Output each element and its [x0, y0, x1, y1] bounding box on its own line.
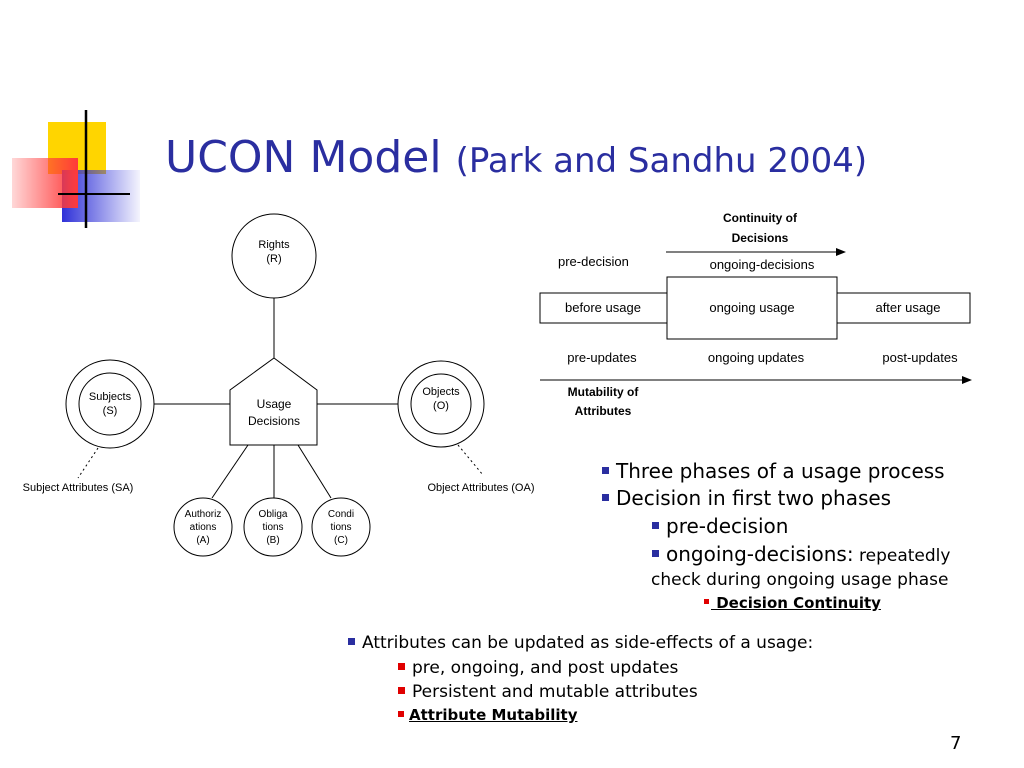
- mutability-label-1: Mutability of: [568, 385, 640, 399]
- bullet-square-icon: [398, 686, 405, 694]
- mutability-label-2: Attributes: [575, 404, 632, 418]
- conditions-label-1: Condi: [328, 509, 354, 520]
- continuity-arrowhead: [836, 248, 846, 256]
- subjects-label-2: (S): [103, 405, 118, 417]
- obligations-label-2: tions: [262, 522, 283, 533]
- bullet-square-icon: [398, 710, 404, 717]
- bullet-square-icon: [704, 599, 709, 604]
- page-number: 7: [950, 733, 962, 754]
- conditions-label-2: tions: [330, 522, 351, 533]
- title-citation: (Park and Sandhu 2004): [455, 141, 868, 181]
- objects-label-1: Objects: [422, 386, 460, 398]
- ongoing-updates-label: ongoing updates: [708, 350, 805, 365]
- ongoing-decisions-label: ongoing-decisions: [710, 257, 815, 272]
- usage-decisions-label-1: Usage: [257, 397, 292, 411]
- bullet-attributes-updated: Attributes can be updated as side-effect…: [348, 633, 813, 653]
- authorizations-label-3: (A): [196, 535, 209, 546]
- obligations-node: [243, 497, 303, 557]
- edge-usage-authorizations: [211, 444, 249, 499]
- bullet-decision-phases: Decision in first two phases: [602, 486, 891, 510]
- ongoing-usage-box: [666, 276, 838, 340]
- authorizations-node: [173, 497, 233, 557]
- ucon-diagram: Rights (R) Subjects (S) Objects (O) Usag…: [23, 213, 535, 557]
- bullet-ongoing-decisions-cont: check during ongoing usage phase: [651, 570, 949, 590]
- conditions-node: [311, 497, 371, 557]
- bullet-attribute-mutability: Attribute Mutability: [398, 706, 577, 724]
- subject-attributes-label: Subject Attributes (SA): [23, 482, 134, 494]
- objects-label-2: (O): [433, 400, 449, 412]
- bullet-pre-decision: pre-decision: [652, 514, 788, 538]
- bullet-square-icon: [652, 550, 659, 557]
- before-usage-label: before usage: [565, 300, 641, 315]
- edge-subject-attributes: [77, 447, 99, 479]
- authorizations-label-1: Authoriz: [185, 509, 222, 520]
- bullet-persistent-mutable: Persistent and mutable attributes: [398, 682, 698, 702]
- ongoing-usage-label: ongoing usage: [709, 300, 794, 315]
- obligations-label-1: Obliga: [259, 509, 288, 520]
- edge-usage-conditions: [297, 444, 332, 499]
- continuity-label-2: Decisions: [732, 231, 789, 245]
- bullet-decision-continuity: Decision Continuity: [704, 594, 881, 612]
- decorative-logo: [12, 110, 140, 228]
- after-usage-label: after usage: [875, 300, 940, 315]
- bullet-square-icon: [398, 662, 405, 670]
- subjects-label-1: Subjects: [89, 391, 132, 403]
- rights-label-2: (R): [266, 253, 281, 265]
- bullet-update-phases: pre, ongoing, and post updates: [398, 658, 678, 678]
- pre-updates-label: pre-updates: [567, 350, 637, 365]
- conditions-label-3: (C): [334, 535, 348, 546]
- deco-red-square: [12, 158, 78, 208]
- pre-decision-label: pre-decision: [558, 254, 629, 269]
- usage-decisions-label-2: Decisions: [248, 414, 300, 428]
- rights-label-1: Rights: [258, 239, 290, 251]
- usage-phases-diagram: Continuity of Decisions pre-decision ong…: [539, 211, 972, 418]
- post-updates-label: post-updates: [882, 350, 958, 365]
- rights-node: [231, 213, 317, 299]
- bullet-square-icon: [652, 522, 659, 529]
- bullet-three-phases: Three phases of a usage process: [602, 459, 945, 483]
- bullet-square-icon: [602, 467, 609, 474]
- objects-node-inner: [410, 373, 472, 435]
- authorizations-label-2: ations: [190, 522, 217, 533]
- title-main: UCON Model: [165, 132, 442, 183]
- usage-decisions-node: [229, 357, 318, 446]
- continuity-label-1: Continuity of: [723, 211, 798, 225]
- mutability-arrowhead: [962, 376, 972, 384]
- slide-title: UCON Model (Park and Sandhu 2004): [165, 132, 867, 183]
- subjects-node-inner: [78, 372, 142, 436]
- edge-object-attributes: [457, 444, 484, 476]
- obligations-label-3: (B): [266, 535, 279, 546]
- object-attributes-label: Object Attributes (OA): [428, 482, 535, 494]
- bullet-ongoing-decisions: ongoing-decisions: repeatedly: [652, 542, 950, 566]
- bullet-square-icon: [602, 494, 609, 501]
- bullet-square-icon: [348, 637, 355, 645]
